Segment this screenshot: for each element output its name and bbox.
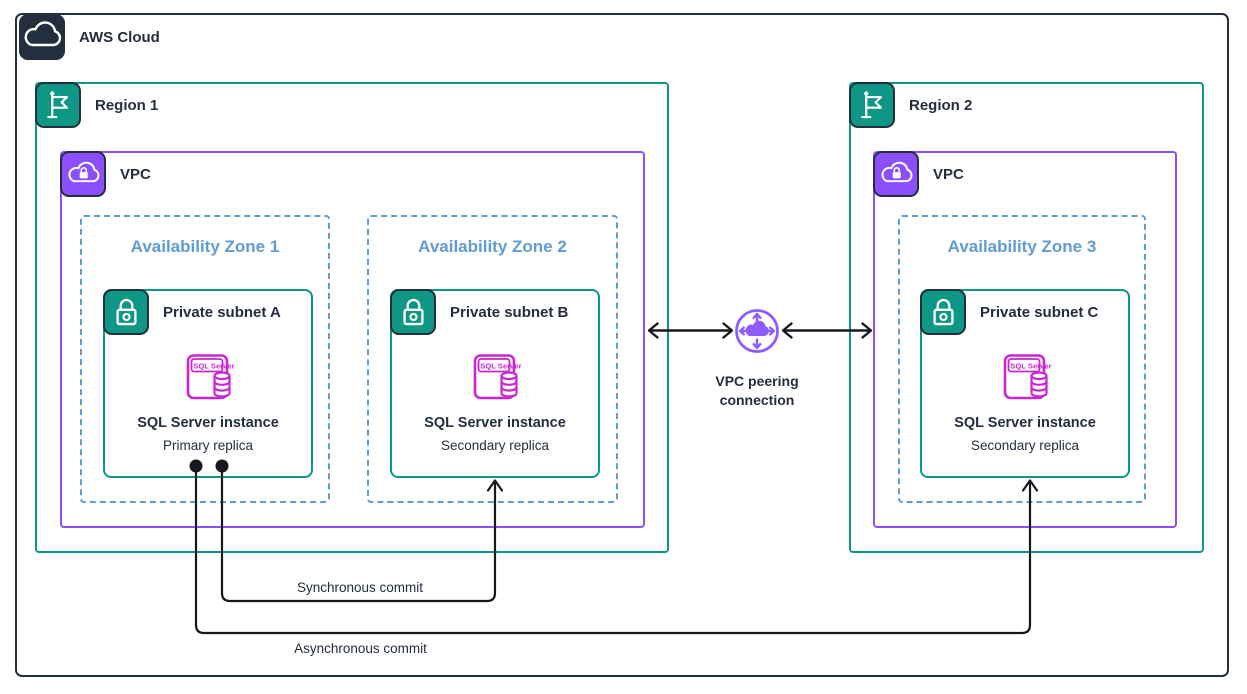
aws-cloud-container: AWS Cloud xyxy=(15,13,1229,677)
instance-a-subtitle: Primary replica xyxy=(162,438,254,453)
vpc-peering-label: VPC peering connection xyxy=(715,373,799,408)
vpc-2-icon xyxy=(873,151,919,197)
synchronous-commit-label: Synchronous commit xyxy=(296,580,424,595)
region-1-icon xyxy=(35,82,81,128)
private-subnet-c-title: Private subnet C xyxy=(980,303,1099,321)
private-subnet-a-icon xyxy=(103,289,149,335)
synchronous-commit-line xyxy=(220,470,504,603)
peering-arrow-left xyxy=(647,322,734,339)
sql-server-icon-label: SQL Server xyxy=(193,361,234,370)
instance-b-subtitle: Secondary replica xyxy=(440,438,550,453)
lock-icon xyxy=(402,298,424,325)
private-subnet-a-title: Private subnet A xyxy=(163,303,281,321)
region-1-container: Region 1 xyxy=(35,82,669,553)
region-2-icon xyxy=(849,82,895,128)
sql-server-icon-label: SQL Server xyxy=(480,361,521,370)
primary-replica-sync-endpoint-dot xyxy=(215,459,229,473)
private-subnet-c-icon xyxy=(920,289,966,335)
availability-zone-2-title: Availability Zone 2 xyxy=(418,237,567,256)
instance-b-title: SQL Server instance xyxy=(424,415,566,431)
availability-zone-3-container: Availability Zone 3 xyxy=(898,215,1146,503)
sql-server-database-icon: SQL Server xyxy=(1003,354,1052,400)
asynchronous-commit-line xyxy=(194,470,1039,635)
private-subnet-b-container: Private subnet B SQL Server SQL Server i… xyxy=(390,289,600,478)
cloud-lock-icon xyxy=(68,161,99,182)
primary-replica-async-endpoint-dot xyxy=(189,459,203,473)
private-subnet-c-container: Private subnet C SQL Server SQL Server i… xyxy=(920,289,1130,478)
availability-zone-3-title: Availability Zone 3 xyxy=(947,237,1097,256)
instance-c-title: SQL Server instance xyxy=(954,415,1096,431)
instance-a-title: SQL Server instance xyxy=(137,415,279,431)
region-2-container: Region 2 xyxy=(849,82,1204,553)
vpc-1-title: VPC xyxy=(120,165,151,183)
vpc-1-container: VPC xyxy=(60,151,645,528)
vpc-1-icon xyxy=(60,151,106,197)
region-2-title: Region 2 xyxy=(909,96,973,114)
instance-c-subtitle: Secondary replica xyxy=(970,438,1080,453)
lock-icon xyxy=(115,298,137,325)
sql-server-database-icon: SQL Server xyxy=(186,354,235,400)
availability-zone-1-container: Availability Zone 1 xyxy=(80,215,330,503)
sql-server-database-icon: SQL Server xyxy=(473,354,522,400)
vpc-peering-icon xyxy=(735,309,779,353)
flag-icon xyxy=(860,90,882,118)
private-subnet-b-icon xyxy=(390,289,436,335)
cloud-lock-icon xyxy=(881,161,912,182)
vpc-2-container: VPC xyxy=(873,151,1177,528)
aws-cloud-icon xyxy=(19,14,65,60)
sql-server-icon-label: SQL Server xyxy=(1010,361,1051,370)
region-1-title: Region 1 xyxy=(95,96,159,114)
aws-cloud-title: AWS Cloud xyxy=(79,28,160,46)
flag-icon xyxy=(46,90,68,118)
lock-icon xyxy=(932,298,954,325)
availability-zone-1-title: Availability Zone 1 xyxy=(130,237,280,256)
private-subnet-a-container: Private subnet A SQL Server SQL Server i… xyxy=(103,289,313,478)
asynchronous-commit-label: Asynchronous commit xyxy=(294,641,427,656)
availability-zone-2-container: Availability Zone 2 xyxy=(367,215,618,503)
vpc-2-title: VPC xyxy=(933,165,964,183)
peering-arrow-right xyxy=(781,322,873,339)
cloud-icon xyxy=(24,21,62,47)
private-subnet-b-title: Private subnet B xyxy=(450,303,569,321)
